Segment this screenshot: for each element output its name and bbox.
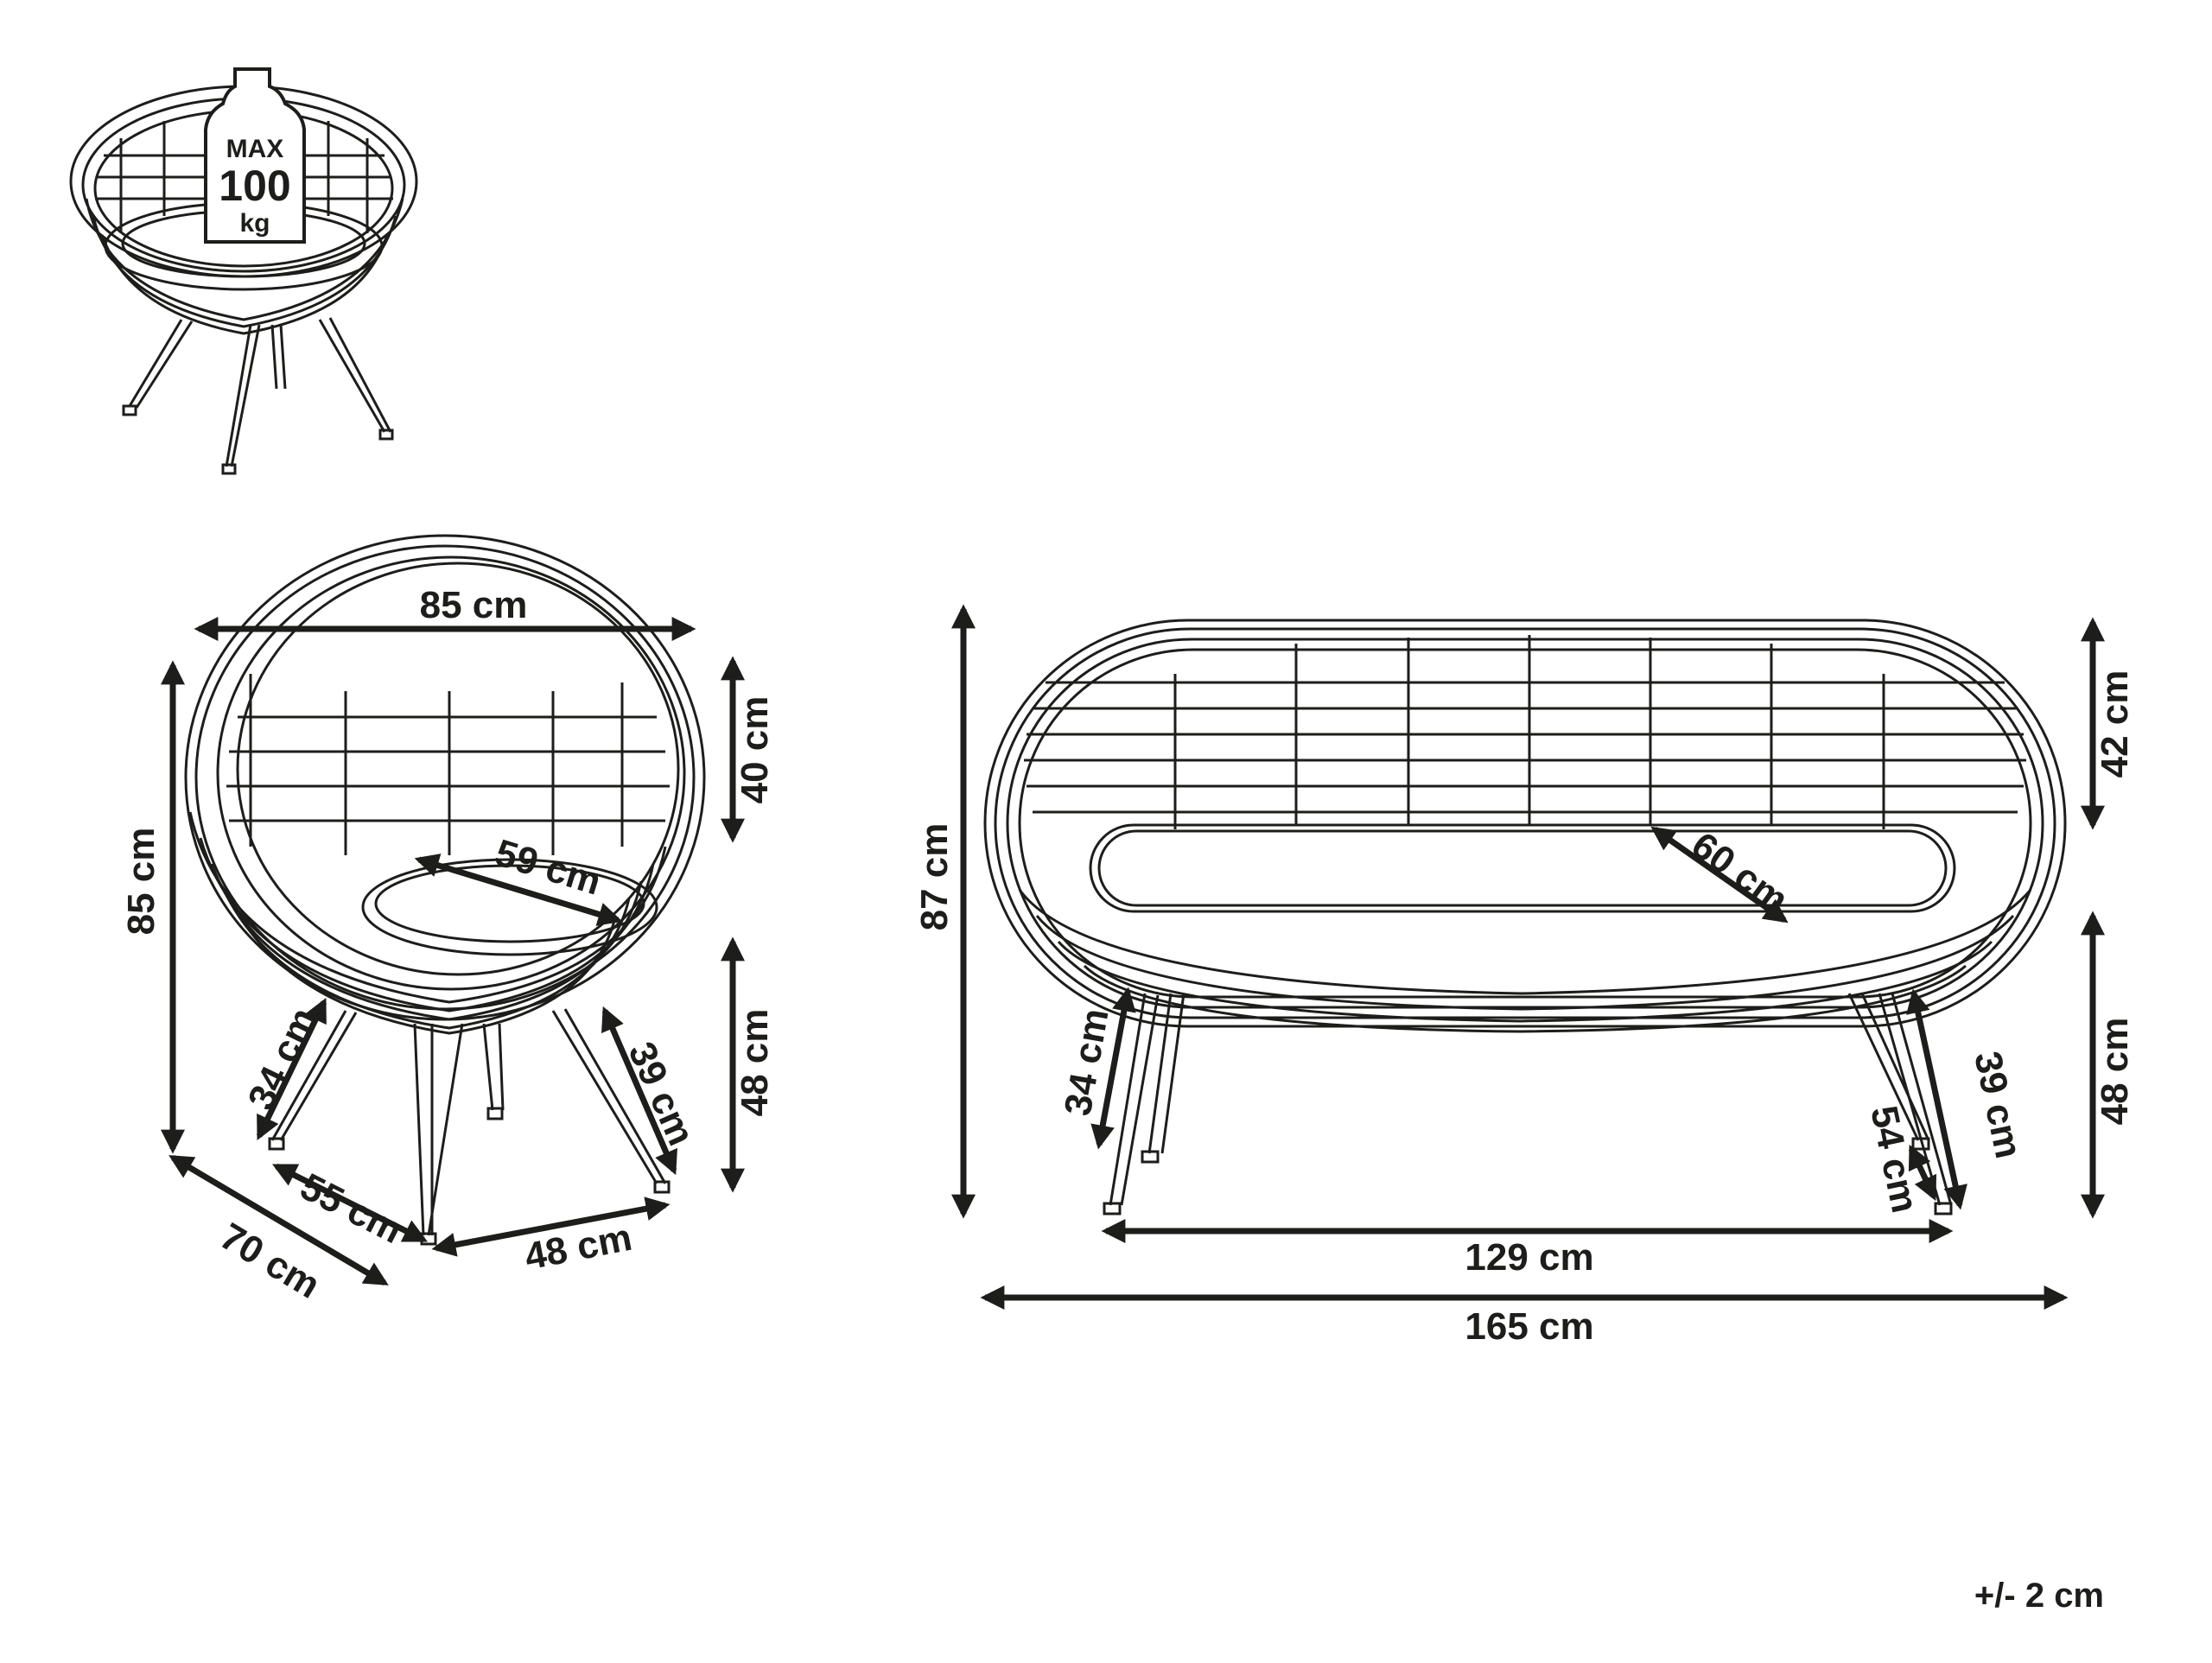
badge-unit-text: kg: [239, 209, 270, 238]
chair-height-label: 85 cm: [120, 828, 162, 936]
chair-leg-left-arrow: [256, 997, 327, 1141]
sofa-leg-span-arrow: [1908, 1144, 1937, 1202]
sofa-seat-depth-label: 60 cm: [1684, 824, 1796, 922]
chair-leg-left-label: 34 cm: [240, 1001, 326, 1117]
chair-dimension-arrows: [161, 617, 745, 1286]
sofa-width-label: 165 cm: [1465, 1305, 1593, 1348]
sofa-dimension-arrows: [951, 604, 2105, 1310]
sofa-leg-right-label: 39 cm: [1966, 1048, 2030, 1162]
sofa-leg-right-arrow: [1906, 988, 1967, 1210]
chair-leg-right-arrow: [601, 1006, 677, 1176]
chair-base-right-arrow: [431, 1196, 671, 1257]
sofa-leg-left-arrow: [1090, 987, 1136, 1150]
chair-depth-arrow: [168, 1154, 389, 1286]
tolerance-note: +/- 2 cm: [1974, 1577, 2104, 1615]
chair-width-label: 85 cm: [420, 584, 528, 626]
sofa-seat-depth-arrow: [1650, 826, 1789, 924]
sofa-back-height-label: 42 cm: [2094, 670, 2136, 778]
sofa-seat-height-label: 48 cm: [2094, 1018, 2136, 1126]
weight-capacity-chair-icon: MAX 100 kg: [69, 67, 418, 475]
chair-base-right-label: 48 cm: [521, 1216, 635, 1279]
chair-drawing: [184, 534, 706, 1246]
badge-value-text: 100: [219, 162, 290, 210]
chair-back-height-label: 40 cm: [734, 696, 776, 804]
sofa-inner-width-label: 129 cm: [1465, 1236, 1593, 1279]
chair-seat-depth-label: 59 cm: [490, 831, 606, 903]
sofa-height-label: 87 cm: [913, 823, 956, 931]
chair-seat-height-label: 48 cm: [734, 1009, 776, 1117]
chair-leg-right-label: 39 cm: [620, 1036, 702, 1152]
badge-max-text: MAX: [226, 135, 284, 163]
chair-depth-label: 70 cm: [213, 1215, 327, 1306]
weight-badge-icon: [204, 67, 306, 244]
chair-seat-depth-arrow: [414, 854, 623, 926]
